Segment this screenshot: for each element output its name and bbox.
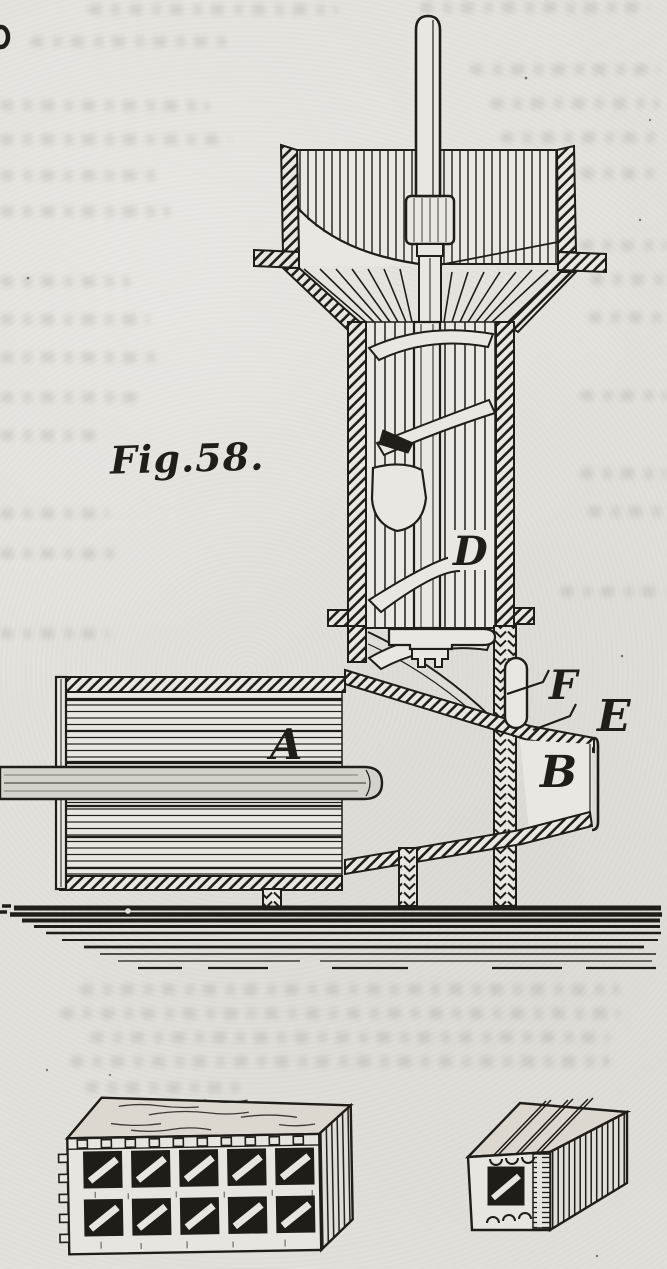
label-b: B [538,747,577,798]
bleed-smudge [500,132,660,143]
pug-shaft [0,765,384,801]
bleed-smudge [85,1082,245,1093]
bleed-smudge [420,2,650,13]
bleed-smudge [580,468,667,479]
bleed-smudge [540,168,660,179]
bleed-smudge [490,98,660,109]
label-d: D [452,528,488,575]
figure-caption: Fig.58. [108,434,264,483]
paper-specks [26,76,652,1258]
bleed-smudge [30,36,230,47]
bleed-smudge [590,274,667,285]
bleed-smudge [0,100,210,111]
bleed-smudge [70,1056,610,1067]
brick-holes [82,1147,316,1237]
label-e: E [595,691,632,742]
perforated-brick-small [465,1097,632,1233]
bleed-smudge [60,1008,620,1019]
auger-foot [367,627,497,671]
bleed-smudge [0,170,160,181]
shaft-hub [404,194,456,257]
drive-shaft [414,14,442,323]
ground-lines [0,904,662,970]
perforated-brick-large [57,1096,354,1256]
bleed-smudge [80,984,620,995]
bleed-smudge [0,352,160,363]
bleed-smudge [580,240,667,251]
bleed-smudge [0,430,100,441]
brick-castellations [57,1135,305,1244]
delivery-chute [344,668,595,754]
bleed-smudge [0,314,150,325]
label-a: A [266,720,303,769]
label-leaders [506,669,577,732]
bleed-smudge [560,586,667,597]
part-labels: A D F E B [266,528,632,798]
column-cap [503,656,529,730]
page-edge-mark [0,24,11,50]
bleed-smudge [88,4,338,15]
brick-hole [487,1166,525,1206]
bleed-smudge [0,206,170,217]
bleed-smudge [0,548,120,559]
figure-caption-group: Fig.58. [108,434,264,483]
label-f: F [548,662,580,709]
bleed-smudge [0,392,140,403]
bleed-smudge [580,390,667,401]
bleed-smudge [90,1032,610,1043]
bleed-smudge [0,276,130,287]
bleed-smudge [588,312,667,323]
bleed-smudge [0,508,110,519]
bleed-smudge [588,506,667,517]
machine-legs [262,847,418,908]
bleed-smudge [0,134,230,145]
bleed-smudge [0,628,110,639]
bleed-smudge [470,64,660,75]
